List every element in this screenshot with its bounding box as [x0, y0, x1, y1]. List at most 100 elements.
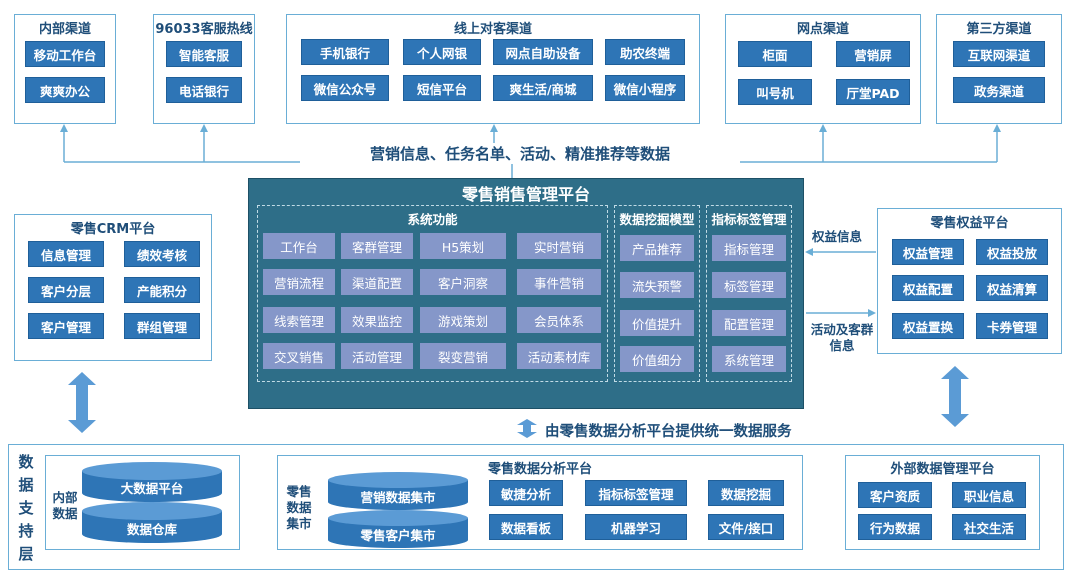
- data-mart-label: 零售数据集市: [282, 484, 316, 532]
- sms-platform-button[interactable]: 短信平台: [403, 75, 481, 101]
- activity-info-label: 活动及客群信息: [810, 322, 874, 354]
- dashboard-button[interactable]: 数据看板: [489, 514, 563, 540]
- wechat-mini-program-button[interactable]: 微信小程序: [605, 75, 685, 101]
- info-management-button[interactable]: 信息管理: [28, 241, 104, 267]
- tag-management-button[interactable]: 标签管理: [712, 272, 786, 298]
- online-channel-title: 线上对客渠道: [453, 22, 532, 37]
- value-boost-button[interactable]: 价值提升: [620, 310, 694, 336]
- government-channel-button[interactable]: 政务渠道: [953, 77, 1045, 103]
- indicator-tag-button[interactable]: 指标标签管理: [585, 480, 687, 506]
- rights-exchange-button[interactable]: 权益置换: [892, 313, 964, 339]
- system-management-button[interactable]: 系统管理: [712, 346, 786, 372]
- rights-management-button[interactable]: 权益管理: [892, 239, 964, 265]
- internal-data-label: 内部数据: [50, 490, 80, 522]
- coupon-management-button[interactable]: 卡券管理: [976, 313, 1048, 339]
- counter-button[interactable]: 柜面: [738, 41, 812, 67]
- self-service-device-button[interactable]: 网点自助设备: [493, 39, 593, 65]
- machine-learning-button[interactable]: 机器学习: [585, 514, 687, 540]
- rights-frame: 零售权益平台 权益管理 权益投放 权益配置 权益清算 权益置换 卡券管理: [877, 208, 1062, 354]
- data-mining-title: 数据挖掘模型: [619, 212, 695, 227]
- cross-selling-button[interactable]: 交叉销售: [263, 343, 335, 369]
- mobile-banking-button[interactable]: 手机银行: [301, 39, 389, 65]
- external-data-title: 外部数据管理平台: [890, 462, 995, 477]
- workbench-button[interactable]: 工作台: [263, 233, 335, 259]
- double-arrow-rights: [941, 366, 969, 427]
- customer-insight-button[interactable]: 客户洞察: [420, 269, 506, 295]
- shuang-life-mall-button[interactable]: 爽生活/商城: [493, 75, 593, 101]
- tag-management-box: 指标标签管理: [706, 205, 792, 382]
- marketing-flow-button[interactable]: 营销流程: [263, 269, 335, 295]
- online-channel-frame: 线上对客渠道 手机银行 个人网银 网点自助设备 助农终端 微信公众号 短信平台 …: [286, 14, 700, 124]
- career-info-button[interactable]: 职业信息: [952, 482, 1026, 508]
- viral-marketing-button[interactable]: 裂变营销: [420, 343, 506, 369]
- shuangshuang-office-button[interactable]: 爽爽办公: [25, 77, 105, 103]
- personal-ebank-button[interactable]: 个人网银: [403, 39, 481, 65]
- product-recommend-button[interactable]: 产品推荐: [620, 235, 694, 261]
- wechat-official-button[interactable]: 微信公众号: [301, 75, 389, 101]
- marketing-mart-cylinder[interactable]: 营销数据集市: [328, 472, 468, 510]
- realtime-marketing-button[interactable]: 实时营销: [517, 233, 601, 259]
- activity-management-button[interactable]: 活动管理: [341, 343, 413, 369]
- rights-title: 零售权益平台: [930, 216, 1009, 231]
- performance-review-button[interactable]: 绩效考核: [124, 241, 200, 267]
- membership-button[interactable]: 会员体系: [517, 307, 601, 333]
- hotline-title: 96033客服热线: [155, 22, 253, 37]
- mobile-workbench-button[interactable]: 移动工作台: [25, 41, 105, 67]
- segment-management-button[interactable]: 客群管理: [341, 233, 413, 259]
- agile-analysis-button[interactable]: 敏捷分析: [489, 480, 563, 506]
- smart-service-button[interactable]: 智能客服: [166, 41, 242, 67]
- data-mining-box: 数据挖掘模型: [614, 205, 700, 382]
- activity-assets-button[interactable]: 活动素材库: [517, 343, 601, 369]
- data-support-label: 数据支持层: [17, 451, 35, 566]
- capacity-points-button[interactable]: 产能积分: [124, 277, 200, 303]
- data-mining-button[interactable]: 数据挖掘: [708, 480, 784, 506]
- data-warehouse-label: 数据仓库: [126, 522, 177, 537]
- event-marketing-button[interactable]: 事件营销: [517, 269, 601, 295]
- social-life-button[interactable]: 社交生活: [952, 514, 1026, 540]
- file-interface-button[interactable]: 文件/接口: [708, 514, 784, 540]
- effect-monitor-button[interactable]: 效果监控: [341, 307, 413, 333]
- customer-mart-label: 零售客户集市: [360, 528, 436, 543]
- churn-warning-button[interactable]: 流失预警: [620, 272, 694, 298]
- indicator-management-button[interactable]: 指标管理: [712, 235, 786, 261]
- retail-sales-platform: 零售销售管理平台 系统功能 数据挖掘模型 指标标签管理 工作台 客群管理 H5策…: [248, 178, 804, 409]
- game-planning-button[interactable]: 游戏策划: [420, 307, 506, 333]
- channel-config-button[interactable]: 渠道配置: [341, 269, 413, 295]
- outlet-channel-frame: 网点渠道 柜面 营销屏 叫号机 厅堂PAD: [725, 14, 921, 124]
- config-management-button[interactable]: 配置管理: [712, 310, 786, 336]
- lobby-pad-button[interactable]: 厅堂PAD: [836, 79, 910, 105]
- customer-management-button[interactable]: 客户管理: [28, 313, 104, 339]
- marketing-screen-button[interactable]: 营销屏: [836, 41, 910, 67]
- customer-qualification-button[interactable]: 客户资质: [858, 482, 932, 508]
- queue-machine-button[interactable]: 叫号机: [738, 79, 812, 105]
- data-mart-text: 零售数据集市: [286, 484, 312, 531]
- internal-channel-title: 内部渠道: [38, 22, 91, 37]
- internet-channel-button[interactable]: 互联网渠道: [953, 41, 1045, 67]
- rights-settlement-button[interactable]: 权益清算: [976, 275, 1048, 301]
- marketing-mart-label: 营销数据集市: [360, 490, 436, 505]
- double-arrow-service: [517, 419, 537, 438]
- phone-banking-button[interactable]: 电话银行: [166, 77, 242, 103]
- rights-delivery-button[interactable]: 权益投放: [976, 239, 1048, 265]
- data-warehouse-cylinder[interactable]: 数据仓库: [82, 502, 222, 544]
- analysis-platform-title: 零售数据分析平台: [487, 462, 592, 477]
- rights-config-button[interactable]: 权益配置: [892, 275, 964, 301]
- behavior-data-button[interactable]: 行为数据: [858, 514, 932, 540]
- platform-title: 零售销售管理平台: [461, 185, 590, 204]
- outlet-channel-title: 网点渠道: [796, 22, 849, 37]
- analysis-platform-frame: 零售数据分析平台 零售数据集市 营销数据集市 零售客户集市 敏捷分析 指标标签管…: [277, 455, 803, 550]
- customer-mart-cylinder[interactable]: 零售客户集市: [328, 510, 468, 548]
- data-support-text: 数据支持层: [18, 453, 34, 563]
- agri-terminal-button[interactable]: 助农终端: [605, 39, 685, 65]
- crm-title: 零售CRM平台: [70, 222, 156, 237]
- bigdata-cylinder[interactable]: 大数据平台: [82, 462, 222, 502]
- group-management-button[interactable]: 群组管理: [124, 313, 200, 339]
- lead-management-button[interactable]: 线索管理: [263, 307, 335, 333]
- system-functions-box: 系统功能: [257, 205, 608, 382]
- value-segment-button[interactable]: 价值细分: [620, 346, 694, 372]
- activity-info-text: 活动及客群信息: [810, 322, 874, 353]
- system-functions-title: 系统功能: [407, 212, 458, 227]
- customer-tiering-button[interactable]: 客户分层: [28, 277, 104, 303]
- h5-planning-button[interactable]: H5策划: [420, 233, 506, 259]
- rights-info-label: 权益信息: [812, 229, 863, 244]
